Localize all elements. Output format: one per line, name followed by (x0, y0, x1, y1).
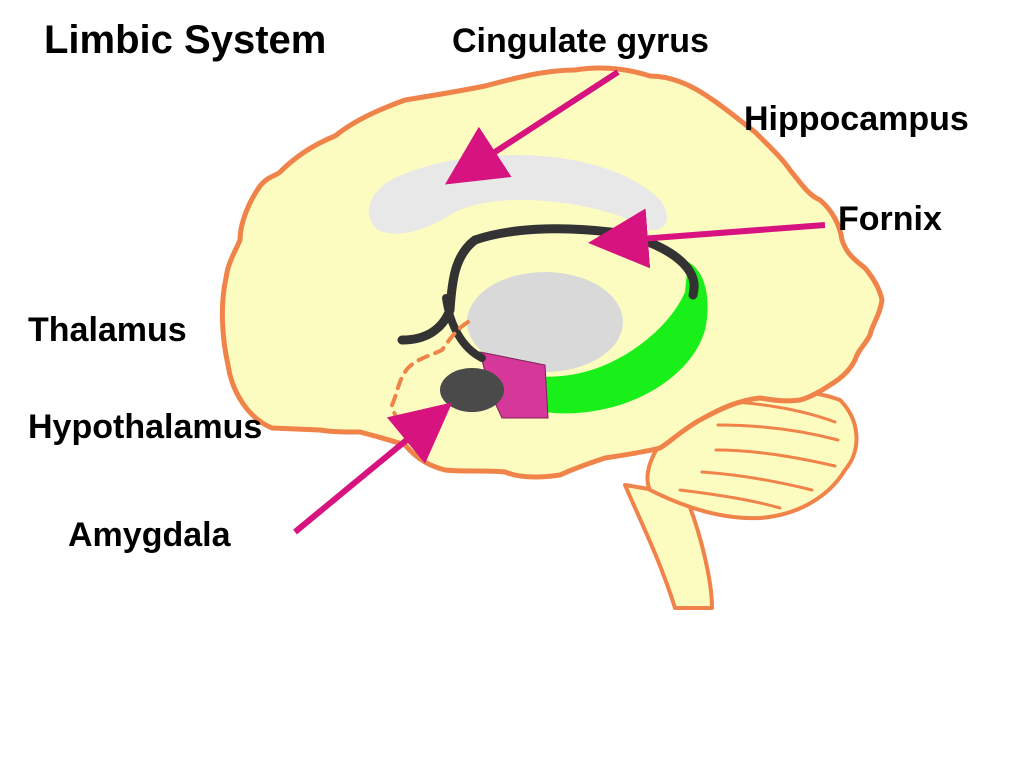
thalamus (467, 272, 623, 372)
label-cingulate-gyrus: Cingulate gyrus (452, 22, 709, 60)
cingulate-gyrus-arrow (444, 69, 620, 185)
label-amygdala: Amygdala (68, 516, 231, 554)
amygdala-arrow (293, 402, 453, 535)
label-hypothalamus: Hypothalamus (28, 408, 263, 446)
fornix-branch (442, 294, 486, 362)
amygdala (440, 368, 504, 412)
cingulate-gyrus (368, 155, 667, 234)
brain-stem (623, 483, 714, 610)
hippocampus (512, 262, 708, 414)
page-title: Limbic System (44, 18, 327, 62)
fornix-arrow (588, 208, 826, 269)
label-thalamus: Thalamus (28, 311, 187, 349)
cerebellum-folds (678, 400, 840, 510)
label-fornix: Fornix (838, 200, 942, 238)
label-hippocampus: Hippocampus (744, 100, 969, 138)
